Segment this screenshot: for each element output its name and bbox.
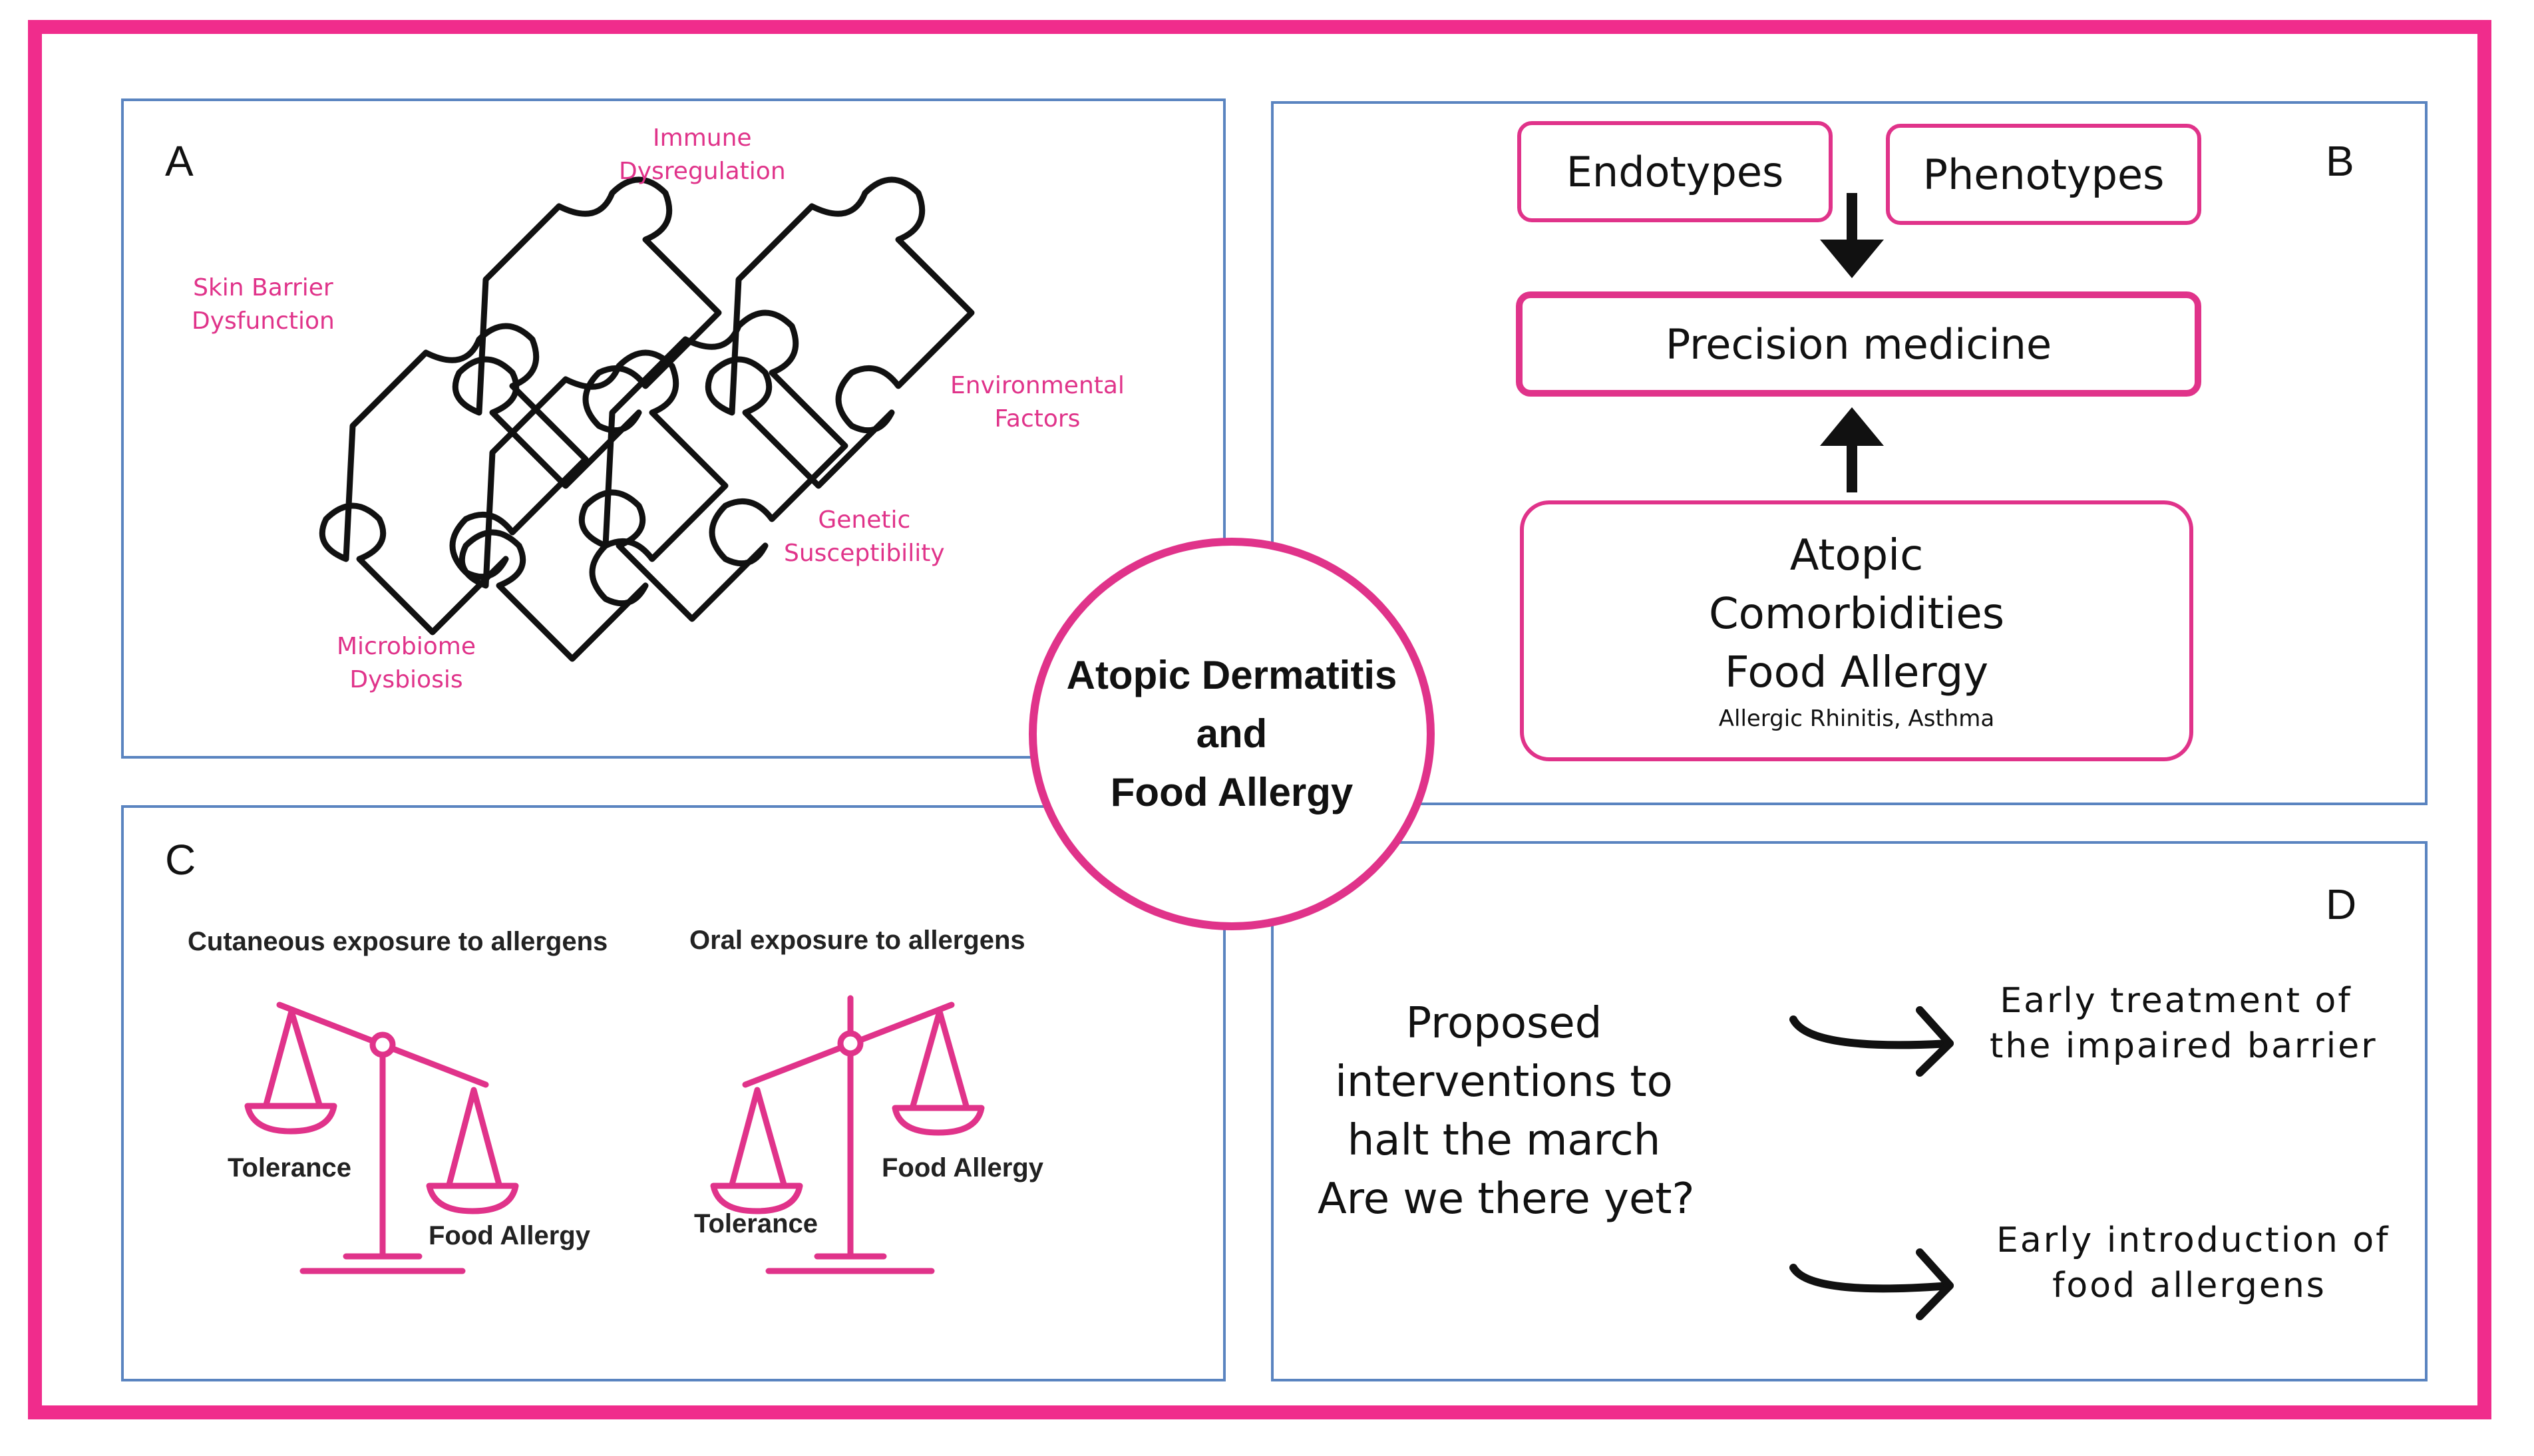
phenotypes-label: Phenotypes [1922, 150, 2165, 199]
panel-a [121, 98, 1226, 759]
center-title-line: and [1196, 711, 1268, 756]
double-arrow-icon [1820, 193, 1884, 492]
right-tolerance-label: Tolerance [694, 1209, 818, 1238]
balance-scale-icon [244, 995, 985, 1274]
left-scale-title: Cutaneous exposure to allergens [188, 927, 608, 956]
panel-c [121, 805, 1226, 1381]
comorbidities-line: Comorbidities [1708, 590, 2005, 639]
left-food-allergy-label: Food Allergy [429, 1221, 590, 1250]
early-treatment-text: Early treatment of the impaired barrier [1990, 981, 2378, 1066]
comorbidities-box: Atopic Comorbidities Food Allergy Allerg… [1520, 500, 2193, 761]
center-title-line: Atopic Dermatitis [1066, 653, 1397, 697]
curved-arrow-icon [1789, 1006, 1954, 1320]
panel-a-letter: A [165, 137, 194, 185]
outer-frame [28, 20, 2491, 1419]
precision-medicine-label: Precision medicine [1665, 319, 2052, 369]
interventions-question: Proposed interventions to halt the march… [1318, 999, 1695, 1224]
comorbidities-small: Allergic Rhinitis, Asthma [1718, 705, 1995, 732]
panel-d-letter: D [2326, 880, 2357, 928]
panel-d [1271, 841, 2428, 1381]
right-scale-title: Oral exposure to allergens [689, 926, 1025, 955]
panel-b-letter: B [2326, 137, 2354, 185]
puzzle-pieces-icon [319, 176, 975, 662]
right-food-allergy-label: Food Allergy [882, 1153, 1043, 1183]
panel-c-letter: C [165, 836, 196, 884]
comorbidities-line: Atopic [1789, 531, 1924, 580]
early-introduction-text: Early introduction of food allergens [1996, 1220, 2390, 1306]
comorbidities-line: Food Allergy [1724, 648, 1989, 697]
endotypes-label: Endotypes [1566, 147, 1784, 196]
endotypes-box: Endotypes [1517, 121, 1833, 222]
phenotypes-box: Phenotypes [1886, 124, 2201, 225]
center-title-circle: Atopic Dermatitis and Food Allergy [1029, 538, 1435, 930]
left-tolerance-label: Tolerance [228, 1153, 351, 1183]
precision-medicine-box: Precision medicine [1516, 291, 2201, 397]
center-title-line: Food Allergy [1110, 770, 1354, 815]
